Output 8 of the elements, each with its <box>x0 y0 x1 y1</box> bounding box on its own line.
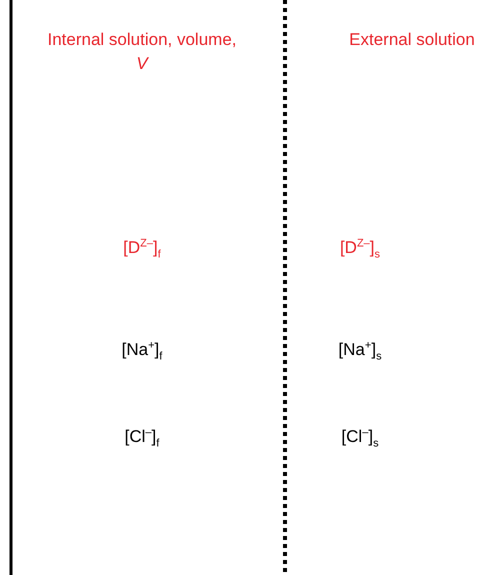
region-heading: Internal solution, volume, V <box>46 29 238 75</box>
concentration-label: [Cl$^{–}$]$_{s}$ <box>340 425 380 449</box>
region-heading: External solution <box>348 29 476 51</box>
concentration-label: [D$^{Z–}$]$_{f}$ <box>122 236 162 260</box>
concentration-label: [Na$^{+}$]$_{f}$ <box>120 338 164 362</box>
concentration-label: [Na$^{+}$]$_{s}$ <box>337 338 383 362</box>
concentration-label: [Cl$^{–}$]$_{f}$ <box>124 425 160 449</box>
concentration-label: [D$^{Z–}$]$_{s}$ <box>338 236 382 260</box>
